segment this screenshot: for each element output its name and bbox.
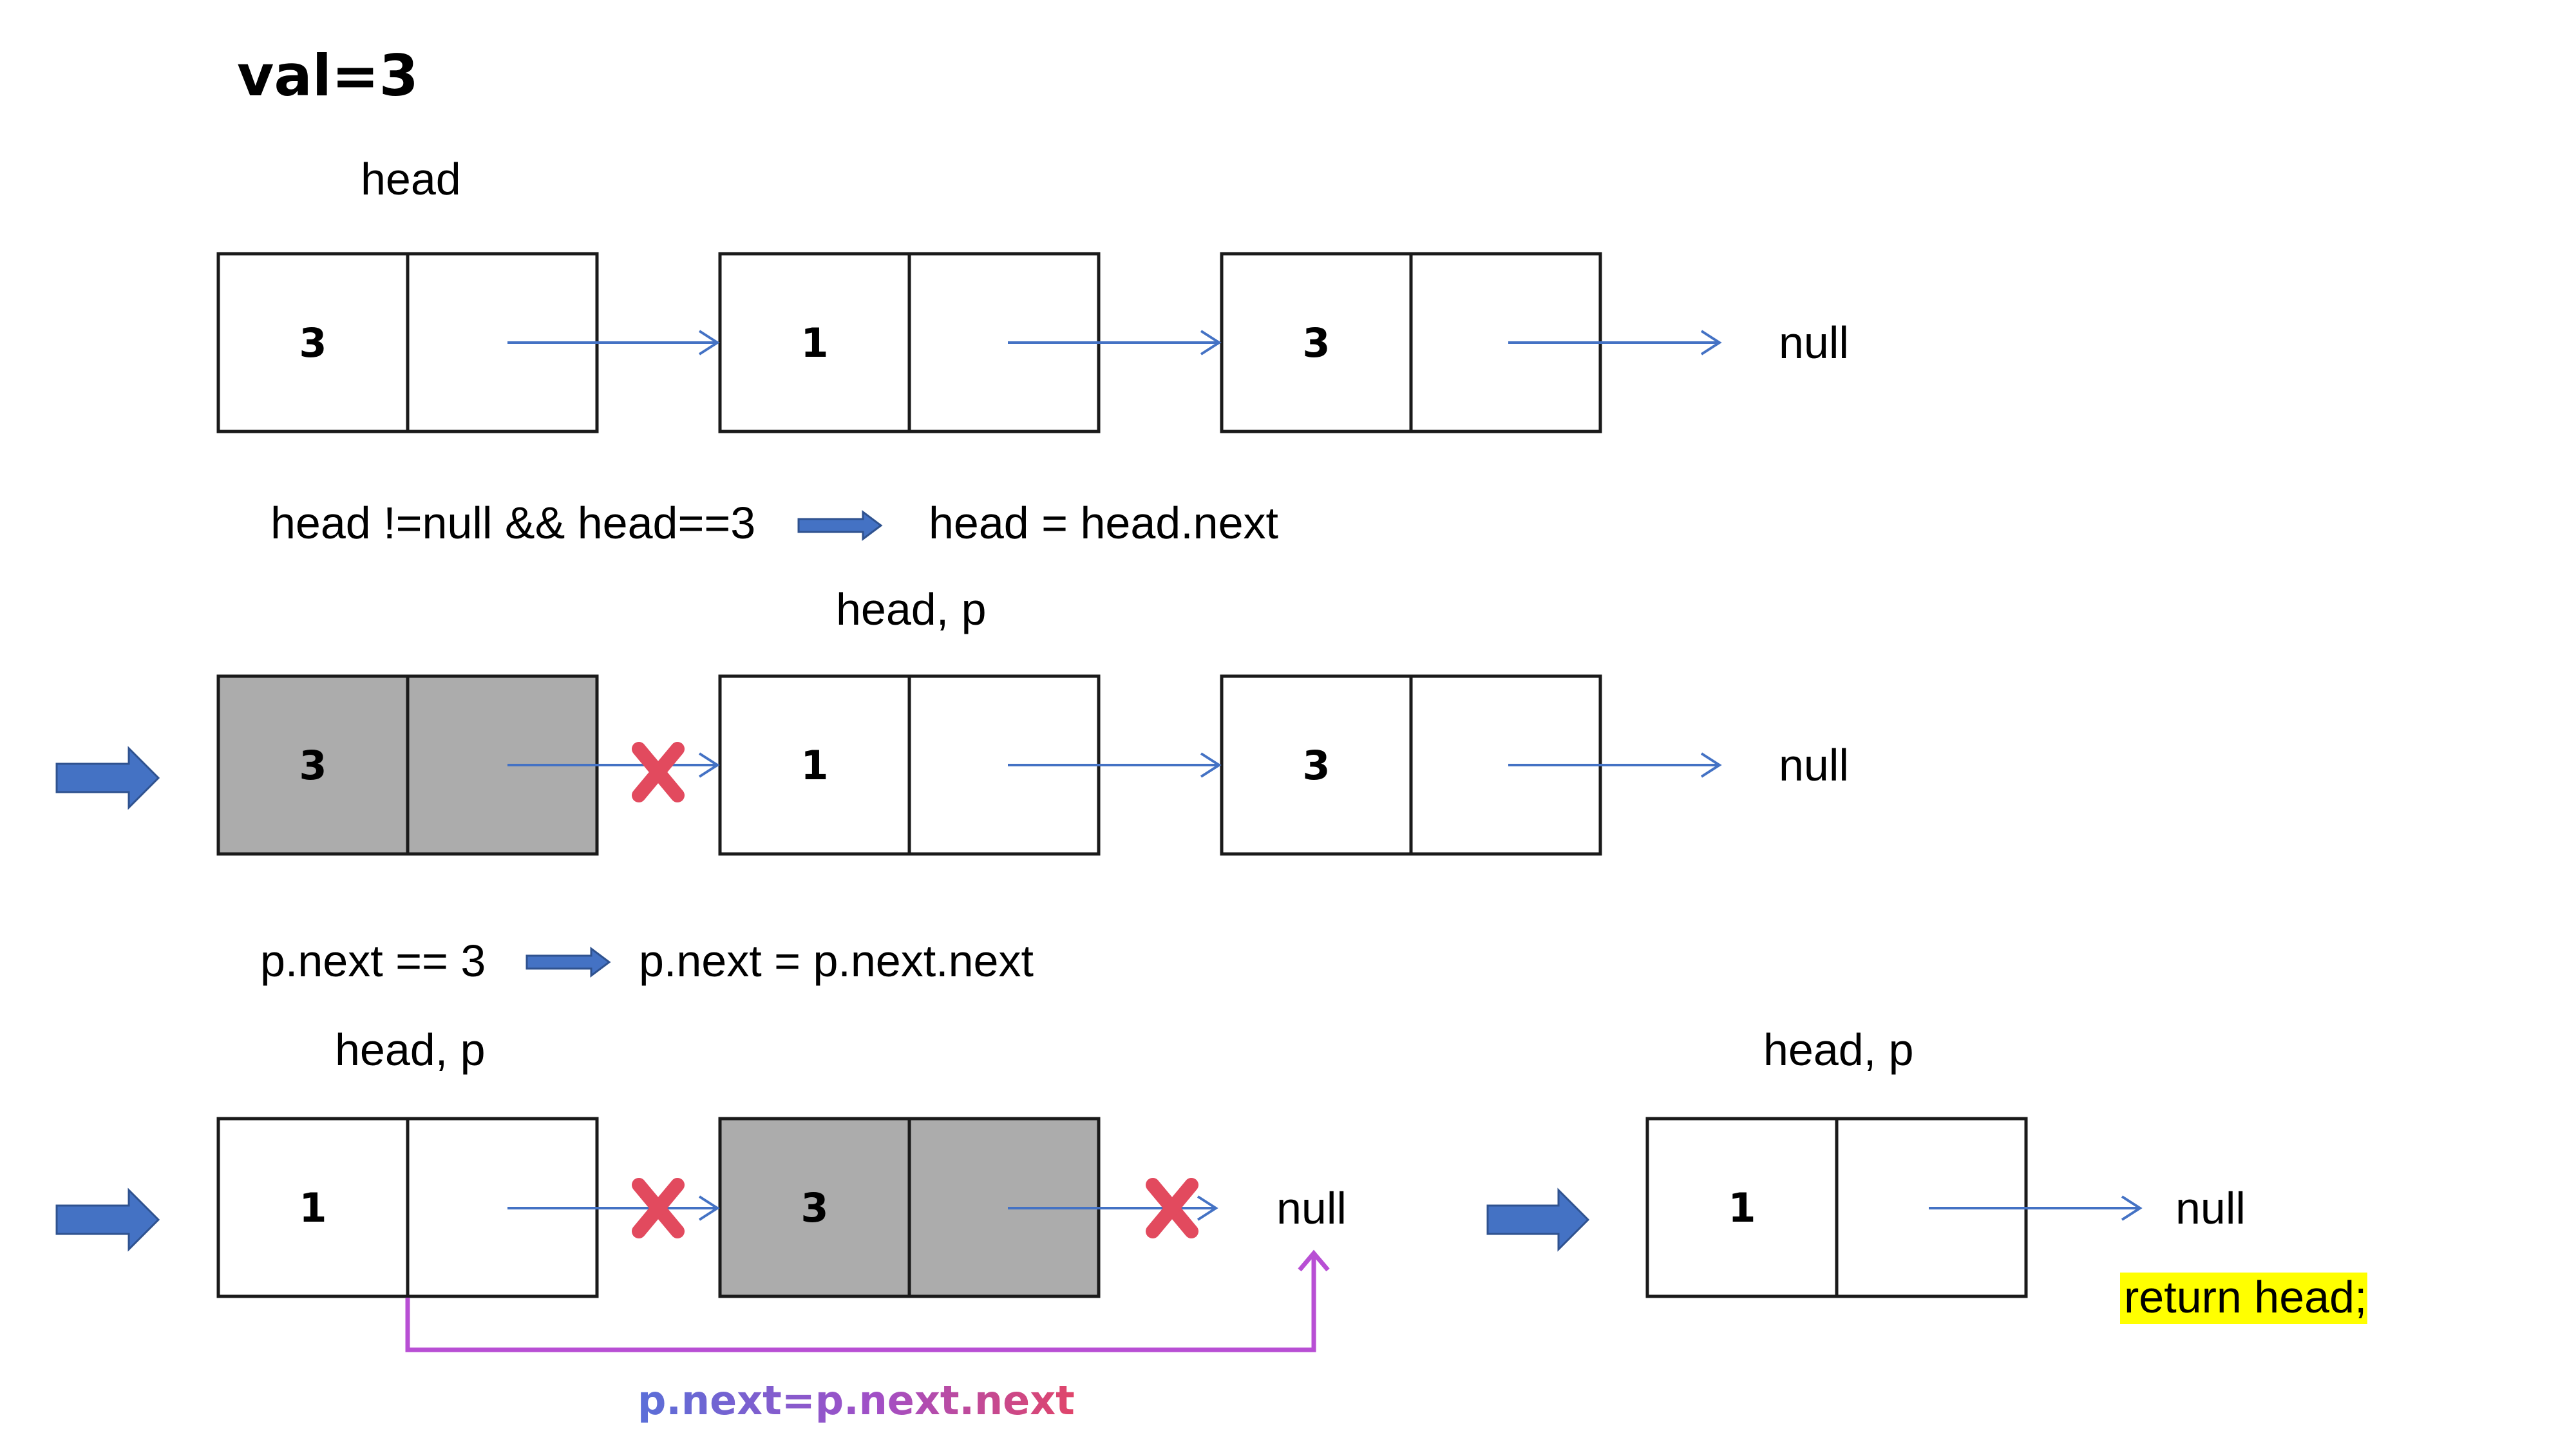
row2-pointer-1 xyxy=(507,752,720,778)
result-arrow-icon xyxy=(1486,1188,1590,1252)
result-head-p-label: head, p xyxy=(1763,1025,1914,1075)
row3-step-arrow-icon xyxy=(55,1188,160,1252)
row3-node-1-value: 1 xyxy=(299,1184,327,1231)
row3-head-p-label: head, p xyxy=(335,1025,486,1075)
row1-head-label: head xyxy=(361,154,461,204)
return-highlight xyxy=(2120,1273,2367,1324)
row1-null-label: null xyxy=(1779,317,1849,368)
row1-node-2-value: 1 xyxy=(800,319,828,366)
row1-pointer-2 xyxy=(1008,330,1222,355)
row2-pointer-2 xyxy=(1008,752,1222,778)
step2-arrow-icon xyxy=(526,947,611,978)
row2-pointer-3 xyxy=(1508,752,1722,778)
row3-relink-label: p.next=p.next.next xyxy=(638,1377,1075,1424)
row3-null-label: null xyxy=(1276,1183,1347,1233)
row3-pointer-1 xyxy=(507,1195,720,1221)
result-null-label: null xyxy=(2175,1183,2246,1233)
step2-condition: p.next == 3 xyxy=(260,936,486,986)
row2-node-1-value: 3 xyxy=(299,742,327,789)
step1-action: head = head.next xyxy=(929,498,1278,548)
row1-pointer-1 xyxy=(507,330,720,355)
row2-node-3-value: 3 xyxy=(1302,742,1330,789)
row1-pointer-3 xyxy=(1508,330,1722,355)
step1-condition: head !=null && head==3 xyxy=(270,498,755,548)
row2-cross-icon xyxy=(632,742,685,802)
step1-arrow-icon xyxy=(797,510,883,541)
row1-node-1-value: 3 xyxy=(299,319,327,366)
result-pointer xyxy=(1929,1195,2143,1221)
diagram-title: val=3 xyxy=(237,43,419,109)
row2-node-2-value: 1 xyxy=(800,742,828,789)
row1-node-3-value: 3 xyxy=(1302,319,1330,366)
result-node-1-value: 1 xyxy=(1728,1184,1756,1231)
row2-head-p-label: head, p xyxy=(836,584,987,634)
row2-null-label: null xyxy=(1779,740,1849,790)
row1-node-3: 3 xyxy=(1220,252,1602,433)
return-text: return head; xyxy=(2124,1272,2367,1322)
return-statement: return head; xyxy=(2120,1272,2367,1324)
row3-cross-icon-2 xyxy=(1146,1178,1198,1238)
row3-cross-icon-1 xyxy=(632,1178,685,1238)
row3-relink-arrow xyxy=(405,1249,1330,1352)
row2-step-arrow-icon xyxy=(55,746,160,810)
row3-node-2-value: 3 xyxy=(800,1184,828,1231)
step2-action: p.next = p.next.next xyxy=(639,936,1034,986)
